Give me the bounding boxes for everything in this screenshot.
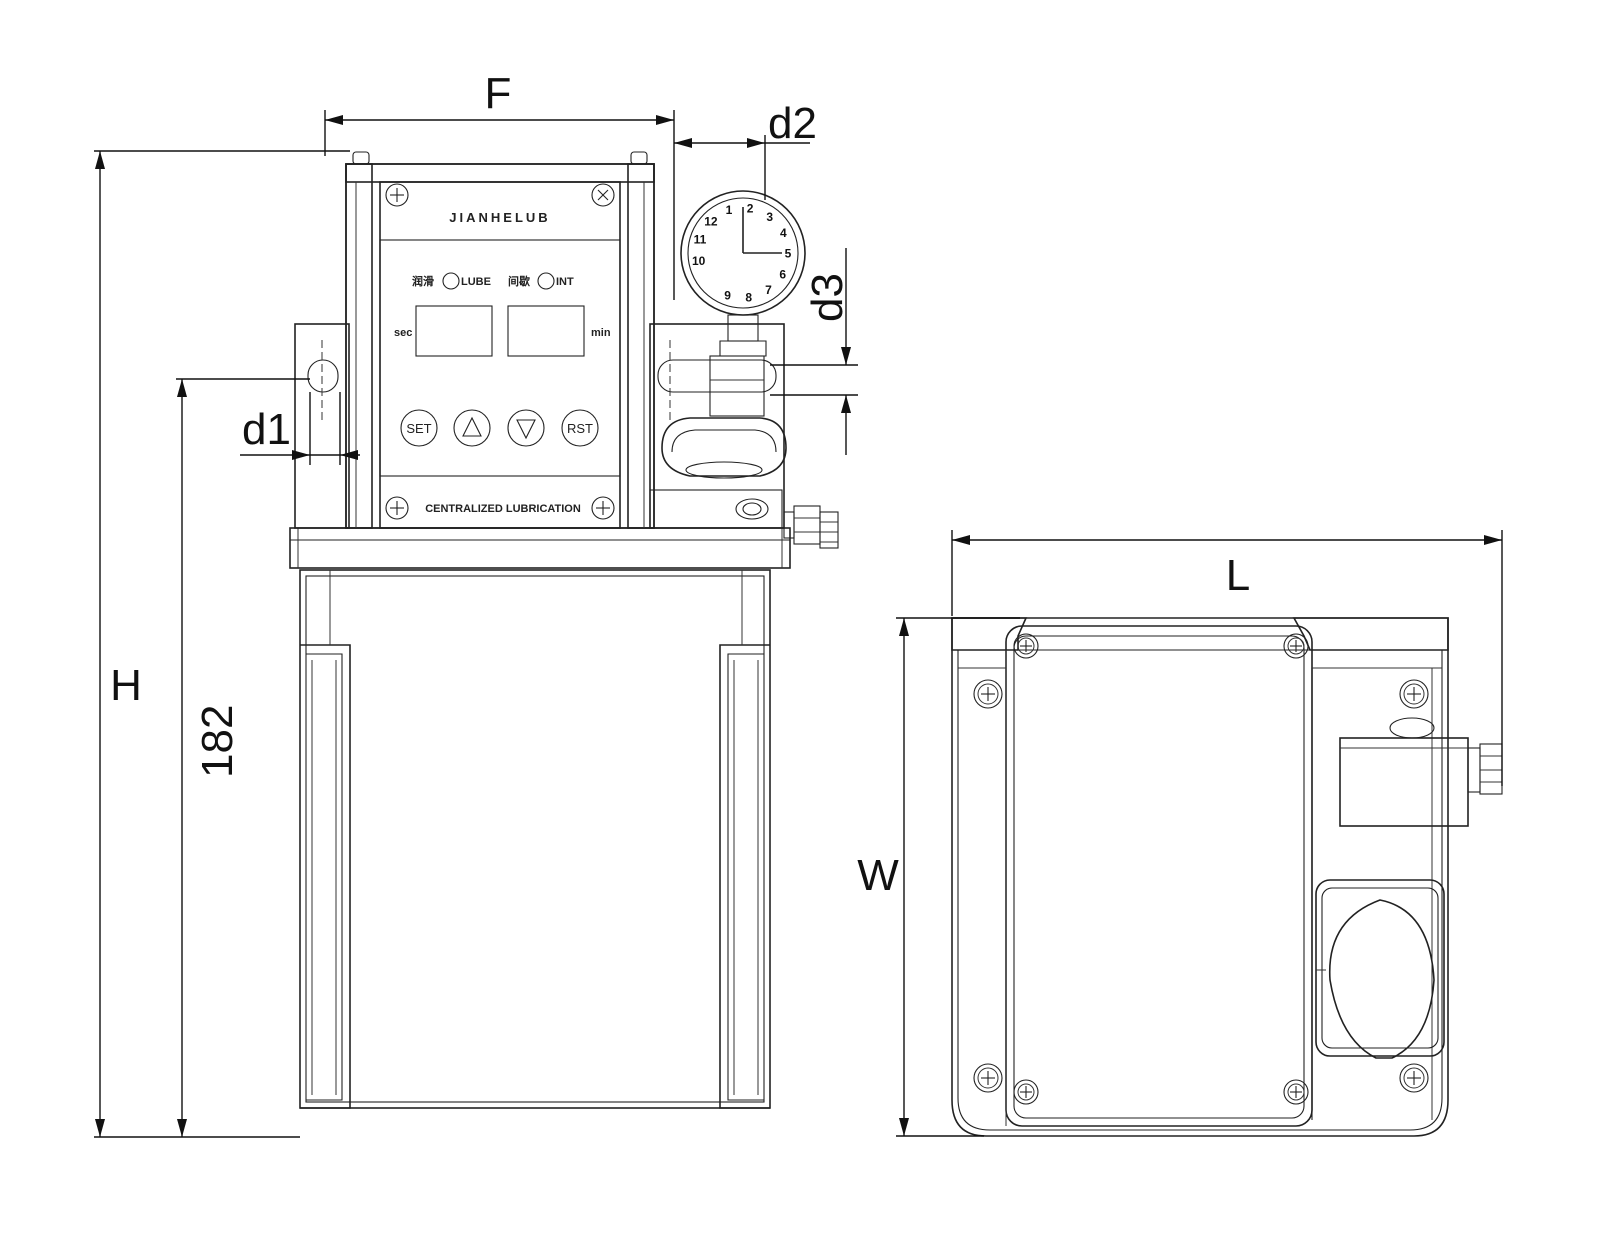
- dial-number: 9: [724, 288, 731, 302]
- dim-label-F: F: [485, 69, 512, 118]
- dim-label-W: W: [857, 851, 899, 900]
- dial-number: 7: [765, 283, 772, 297]
- lid-screw-icon: [1013, 1079, 1039, 1105]
- filler-cap: [661, 417, 787, 477]
- corner-tab-left: [951, 617, 1028, 651]
- reservoir-tank: [299, 569, 771, 1109]
- dial-number: 10: [692, 254, 706, 268]
- down-button[interactable]: [507, 409, 545, 447]
- front-view: JIANHELUB 润滑 LUBE 间歇 INT sec min SET: [289, 151, 839, 1109]
- mount-slot-right: [657, 359, 777, 393]
- brand-label: JIANHELUB: [449, 210, 550, 225]
- dim-label-182: 182: [193, 705, 242, 778]
- int-indicator-icon: [537, 272, 555, 290]
- dim-label-d2: d2: [768, 99, 817, 148]
- filler-cap-top: [1328, 899, 1435, 1059]
- top-screw-right: [630, 151, 648, 165]
- int-cn-label: 间歇: [508, 274, 530, 288]
- panel-footer-label: CENTRALIZED LUBRICATION: [425, 503, 581, 515]
- svg-text:SET: SET: [406, 421, 431, 436]
- filler-cap-housing: [1315, 879, 1445, 1057]
- lid-screw-icon: [1283, 1079, 1309, 1105]
- dim-label-H: H: [110, 661, 142, 710]
- min-display: [507, 305, 585, 357]
- housing-screw-icon: [973, 679, 1003, 709]
- svg-text:RST: RST: [567, 421, 593, 436]
- dial-number: 2: [747, 202, 754, 216]
- dim-label-L: L: [1226, 551, 1250, 600]
- mount-slot-left: [307, 359, 339, 393]
- housing-screw-icon: [973, 1063, 1003, 1093]
- up-button[interactable]: [453, 409, 491, 447]
- panel-screw-icon: [385, 496, 409, 520]
- front-dimensions: F d2 d3 d1 H 182: [94, 69, 858, 1138]
- outlet-port: [735, 498, 769, 520]
- corner-tab-right: [1292, 617, 1449, 651]
- panel-screw-icon: [591, 183, 615, 207]
- dial-number: 3: [766, 210, 773, 224]
- lid-screw-icon: [1283, 633, 1309, 659]
- down-arrow-icon: [516, 419, 536, 440]
- tank-rib-right: [719, 644, 770, 1109]
- dial-number: 6: [779, 267, 786, 281]
- sec-label: sec: [394, 327, 412, 339]
- reservoir-lid: [1005, 625, 1313, 1127]
- dial-number: 12: [704, 214, 718, 228]
- housing-screw-icon: [1399, 679, 1429, 709]
- dial-number: 8: [745, 291, 752, 305]
- lid-screw-icon: [1013, 633, 1039, 659]
- panel-screw-icon: [591, 496, 615, 520]
- outlet-fitting-top: [1479, 743, 1503, 795]
- dim-label-d1: d1: [242, 405, 291, 454]
- side-fitting: [783, 505, 839, 549]
- int-label: INT: [556, 276, 574, 288]
- top-view: [951, 617, 1503, 1137]
- tank-rib-left: [300, 644, 351, 1109]
- rst-button[interactable]: RST: [561, 409, 599, 447]
- outlet-block: [649, 489, 783, 529]
- top-screw-left: [352, 151, 370, 165]
- up-arrow-icon: [462, 416, 482, 437]
- dim-label-d3: d3: [803, 273, 852, 322]
- lube-label: LUBE: [461, 276, 491, 288]
- base-plate: [289, 527, 791, 569]
- set-button[interactable]: SET: [400, 409, 438, 447]
- top-housing-outline: [951, 617, 1449, 1137]
- dial-number: 11: [694, 233, 707, 247]
- dial-number: 1: [726, 203, 733, 217]
- panel-screw-icon: [385, 183, 409, 207]
- display-window: [379, 239, 621, 477]
- sec-display: [415, 305, 493, 357]
- lube-indicator-icon: [442, 272, 460, 290]
- top-dimensions: L W: [857, 530, 1503, 1137]
- min-label: min: [591, 327, 611, 339]
- mount-bracket-left: [294, 323, 350, 529]
- dial-number: 4: [780, 226, 787, 240]
- lube-cn-label: 润滑: [412, 274, 434, 288]
- housing-screw-icon: [1399, 1063, 1429, 1093]
- dial-number: 5: [785, 247, 792, 261]
- pump-body: [709, 355, 765, 417]
